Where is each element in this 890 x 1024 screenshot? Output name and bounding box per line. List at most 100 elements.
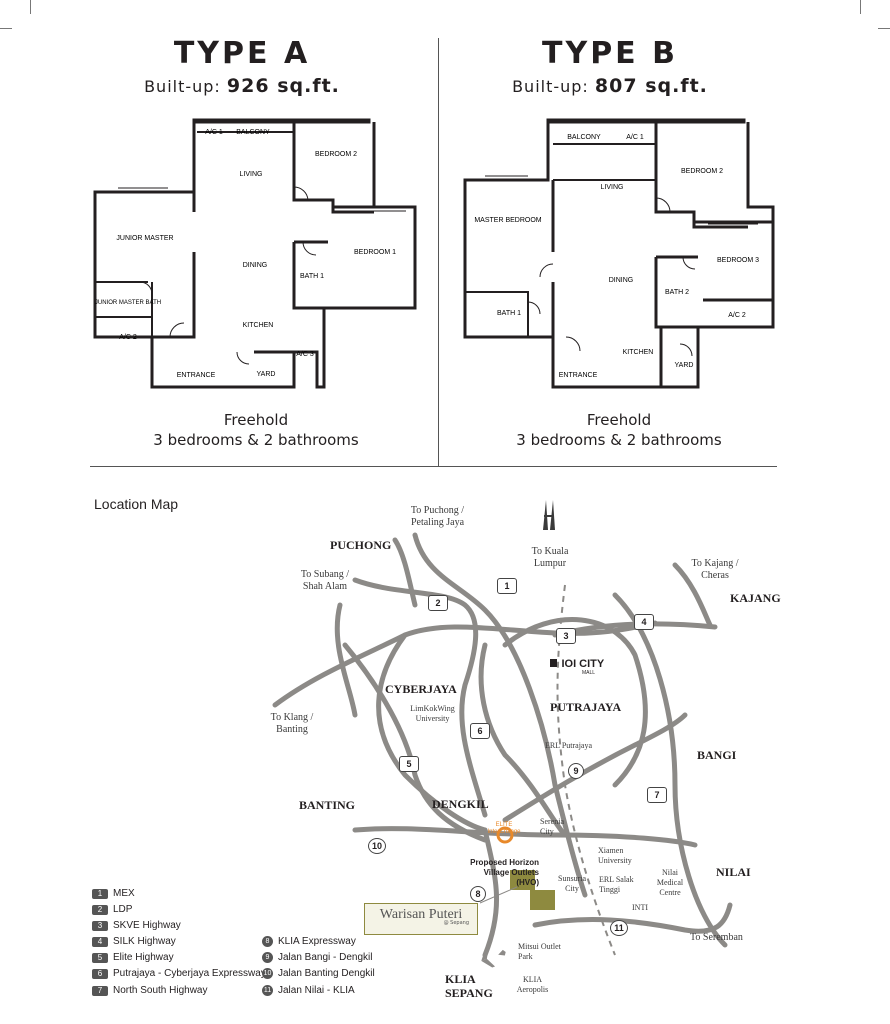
airplane-icon	[470, 947, 506, 968]
dest-kl: To Kuala Lumpur	[531, 546, 569, 569]
badge-4: 4	[634, 614, 654, 630]
ioi-city-name: IOI CITY	[561, 658, 605, 670]
warisan-site-block	[510, 870, 555, 910]
plan-b-bath2: BATH 2	[665, 289, 689, 296]
town-nilai: NILAI	[716, 865, 751, 879]
type-b-tenure: Freehold	[586, 411, 652, 429]
badge-5: 5	[399, 756, 419, 772]
type-a-builtup-value: 926 sq.ft.	[226, 75, 340, 97]
ioi-city-icon	[550, 658, 557, 667]
plan-b-bedroom3: BEDROOM 3	[717, 257, 759, 264]
town-kajang: KAJANG	[730, 591, 781, 605]
erl-putrajaya-label: ERL Putrajaya	[545, 741, 593, 750]
xiamen-label: Xiamen University	[598, 846, 632, 865]
town-banting: BANTING	[299, 798, 356, 812]
dest-seremban: To Seremban	[690, 932, 743, 943]
road-bangi-dengkil	[502, 712, 688, 823]
plan-a-jm-bath: JUNIOR MASTER BATH	[95, 300, 161, 306]
sunsuria-label: Sunsuria City	[558, 874, 586, 893]
plan-a-bedroom1: BEDROOM 1	[354, 249, 396, 256]
dest-kajang: To Kajang / Cheras	[691, 558, 739, 581]
klia-aeropolis-label: KLIA Aeropolis	[516, 975, 549, 994]
section-divider	[90, 466, 777, 467]
hvo-label: Proposed Horizon Village Outlets (HVO)	[470, 858, 539, 887]
type-b-title: TYPE B	[542, 36, 678, 71]
badge-9: 9	[568, 763, 584, 779]
plan-a-bedroom2: BEDROOM 2	[315, 151, 357, 158]
town-cyberjaya: CYBERJAYA	[385, 682, 457, 696]
dest-klang: To Klang / Banting	[270, 712, 314, 735]
plan-a-ac1: A/C 1	[205, 129, 223, 136]
road-klia-expressway	[482, 827, 500, 958]
road-ldp	[352, 577, 488, 818]
type-a-builtup-label: Built-up:	[144, 77, 221, 96]
plan-b-yard: YARD	[675, 362, 694, 369]
dest-puchong-pj: To Puchong / Petaling Jaya	[410, 505, 465, 528]
plan-a-living: LIVING	[240, 171, 263, 178]
crop-mark	[0, 28, 12, 29]
road-elite	[342, 642, 488, 843]
kl-towers-icon	[543, 500, 555, 530]
plan-a-dining: DINING	[243, 262, 268, 269]
type-a-rooms: 3 bedrooms & 2 bathrooms	[153, 431, 359, 449]
badge-2: 2	[428, 595, 448, 611]
town-dengkil: DENGKIL	[432, 797, 489, 811]
dest-subang: To Subang / Shah Alam	[300, 569, 350, 592]
nilai-medical-label: Nilai Medical Centre	[656, 868, 684, 897]
badge-11: 11	[610, 920, 628, 936]
town-putrajaya: PUTRAJAYA	[550, 700, 622, 714]
plan-b-kitchen: KITCHEN	[623, 349, 654, 356]
plan-a-kitchen: KITCHEN	[243, 322, 274, 329]
town-puchong: PUCHONG	[330, 538, 392, 552]
plan-b-bedroom2: BEDROOM 2	[681, 168, 723, 175]
type-b-builtup-label: Built-up:	[512, 77, 589, 96]
warisan-puteri-sub: @ Sepang	[443, 920, 469, 926]
plan-a-bath1: BATH 1	[300, 273, 324, 280]
plan-b-dining: DINING	[609, 277, 634, 284]
badge-10: 10	[368, 838, 386, 854]
type-b-floor-plan: BALCONY A/C 1 BEDROOM 2 LIVING MASTER BE…	[463, 118, 775, 389]
town-klia: KLIA SEPANG	[445, 972, 493, 1000]
location-map-heading: Location Map	[94, 496, 179, 512]
plan-a-ac2: A/C 2	[119, 334, 137, 341]
badge-8: 8	[470, 886, 486, 902]
plan-a-ac3: A/C 3	[296, 351, 314, 358]
plan-b-entrance: ENTRANCE	[559, 372, 598, 379]
plan-a-balcony: BALCONY	[236, 129, 270, 136]
warisan-puteri-name: Warisan Puteri	[379, 907, 463, 922]
plan-b-living: LIVING	[601, 184, 624, 191]
badge-1: 1	[497, 578, 517, 594]
road-mex	[412, 532, 588, 898]
mitsui-label: Mitsui Outlet Park	[518, 942, 561, 961]
type-b-rooms: 3 bedrooms & 2 bathrooms	[516, 431, 722, 449]
serenia-label: Serenia City	[540, 817, 564, 836]
type-b-caption: Freehold 3 bedrooms & 2 bathrooms	[469, 410, 769, 450]
plan-a-entrance: ENTRANCE	[177, 372, 216, 379]
crop-mark	[30, 0, 31, 14]
ioi-mall: MALL	[582, 670, 596, 676]
plan-b-ac2: A/C 2	[728, 312, 746, 319]
crop-mark	[878, 28, 890, 29]
plan-b-ac1: A/C 1	[626, 134, 644, 141]
plan-b-bath1: BATH 1	[497, 310, 521, 317]
plan-a-junior-master: JUNIOR MASTER	[116, 235, 173, 242]
ioi-city-label: IOI CITY MALL	[550, 654, 604, 676]
type-a-caption: Freehold 3 bedrooms & 2 bathrooms	[106, 410, 406, 450]
plan-b-balcony: BALCONY	[567, 134, 601, 141]
column-divider	[438, 38, 439, 466]
road-nse	[612, 592, 728, 948]
limkokwing-label: LimKokWing University	[410, 704, 455, 723]
type-a-title: TYPE A	[173, 36, 311, 71]
elite-label: ELITE InterChange	[487, 822, 521, 835]
road-nilai-klia	[532, 902, 733, 934]
road-banting-dengkil	[352, 826, 698, 848]
